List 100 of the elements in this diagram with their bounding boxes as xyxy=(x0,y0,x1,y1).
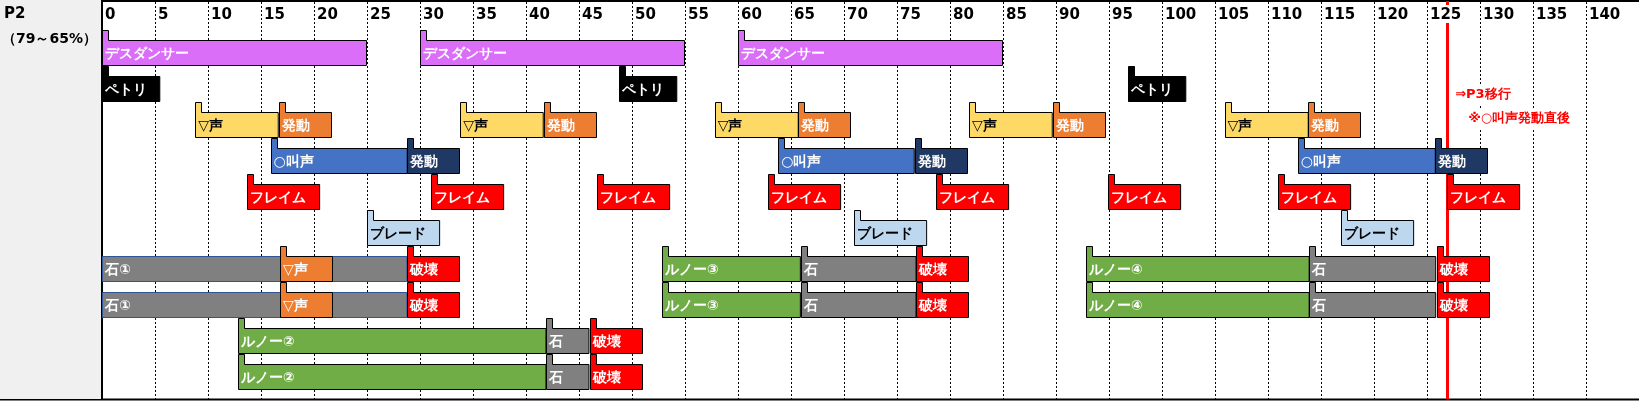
bar-label: デスダンサー xyxy=(105,44,189,63)
timeline-bar xyxy=(800,282,917,318)
timeline-bar xyxy=(367,210,441,246)
timeline-bar xyxy=(1277,174,1351,210)
timeline-bar xyxy=(420,30,685,66)
bar-label: 発動 xyxy=(1055,116,1084,135)
timeline-bar xyxy=(195,102,279,138)
timeline-bar xyxy=(853,210,927,246)
timeline-bar xyxy=(1447,174,1521,210)
timeline-bar xyxy=(936,174,1010,210)
bar-label: 発動 xyxy=(410,152,439,171)
timeline-bar xyxy=(102,30,367,66)
bar-label: フレイム xyxy=(770,188,827,207)
bar-label: 石① xyxy=(105,260,131,279)
timeline-bar xyxy=(661,246,801,282)
bar-label: 破壊 xyxy=(1439,296,1468,315)
bar-label: ペトリ xyxy=(105,80,147,99)
timeline-bar xyxy=(1224,102,1309,138)
bar-label: フレイム xyxy=(1450,188,1507,207)
time-tick-label: 125 xyxy=(1430,5,1462,23)
timeline-bar xyxy=(969,102,1053,138)
bar-label: ○叫声 xyxy=(1300,152,1341,171)
bar-label: フレイム xyxy=(600,188,656,207)
bar-label: ルノー② xyxy=(240,332,295,351)
timeline-bar xyxy=(546,354,590,390)
bar-label: ルノー③ xyxy=(664,260,719,279)
bar-label: 破壊 xyxy=(592,332,621,351)
timeline-bar xyxy=(589,354,643,390)
timeline-bar xyxy=(407,246,461,282)
bar-label: 発動 xyxy=(1311,116,1340,135)
bar-label: 発動 xyxy=(801,116,830,135)
timeline-bar xyxy=(738,30,1003,66)
bar-label: 破壊 xyxy=(919,296,948,315)
hp-range-label: （79～65%） xyxy=(2,30,97,48)
bar-label: 破壊 xyxy=(1439,260,1468,279)
timeline-bar xyxy=(102,246,408,282)
bar-label: 破壊 xyxy=(919,260,948,279)
bar-label: ルノー④ xyxy=(1088,260,1143,279)
bar-label: 石 xyxy=(803,260,818,279)
bar-label: ▽声 xyxy=(717,116,743,135)
timeline-bar xyxy=(778,138,915,174)
timeline-bar xyxy=(714,102,799,138)
bar-label: ▽声 xyxy=(463,116,489,135)
bar-label: 石 xyxy=(1312,260,1327,279)
timeline-bar xyxy=(1052,102,1106,138)
timeline-bar xyxy=(270,138,408,174)
bar-label: 破壊 xyxy=(592,368,621,387)
bar-label: 発動 xyxy=(282,116,310,135)
timeline-bar xyxy=(546,318,590,354)
bar-label: ルノー② xyxy=(240,368,295,387)
bar-label: デスダンサー xyxy=(423,44,507,63)
timeline-bar xyxy=(597,174,671,210)
timeline-bar xyxy=(1128,66,1187,102)
timeline-bar xyxy=(915,138,968,174)
timeline-bar xyxy=(1085,282,1310,318)
bar-label: 破壊 xyxy=(410,260,439,279)
timeline-bar xyxy=(661,282,801,318)
bar-label: ○叫声 xyxy=(273,152,314,171)
bar-label: フレイム xyxy=(250,188,307,207)
bar-label: ○叫声 xyxy=(781,152,822,171)
bar-label: 破壊 xyxy=(410,296,439,315)
bar-label: ルノー④ xyxy=(1088,296,1143,315)
bar-label: 石 xyxy=(549,368,564,387)
timeline-bar xyxy=(460,102,544,138)
timeline-bar xyxy=(1107,174,1182,210)
timeline-bar xyxy=(1436,246,1490,282)
bar-label: フレイム xyxy=(939,188,996,207)
timeline-bar xyxy=(916,282,970,318)
bar-label: 石① xyxy=(105,296,131,315)
bar-label: 石 xyxy=(1312,296,1327,315)
timeline-bar xyxy=(237,354,547,390)
timeline-bar xyxy=(589,318,643,354)
timeline-bar xyxy=(1341,210,1415,246)
bar-label: ブレード xyxy=(856,224,913,243)
bar-label: ▽声 xyxy=(283,260,308,279)
bar-label: 石 xyxy=(549,332,564,351)
timeline-bar xyxy=(280,246,334,282)
bar-label: フレイム xyxy=(433,188,490,207)
bar-label: ブレード xyxy=(370,224,426,243)
bar-label: ▽声 xyxy=(198,116,224,135)
timeline-bar xyxy=(1297,138,1436,174)
bar-label: 石 xyxy=(803,296,818,315)
bar-label: ▽声 xyxy=(283,296,308,315)
timeline-bar xyxy=(916,246,970,282)
bar-label: ▽声 xyxy=(972,116,997,135)
timeline-bar xyxy=(1436,282,1490,318)
bar-label: 発動 xyxy=(918,152,946,171)
bar-label: デスダンサー xyxy=(741,44,825,63)
bar-label: フレイム xyxy=(1280,188,1337,207)
bar-label: ルノー③ xyxy=(664,296,719,315)
bar-label: フレイム xyxy=(1110,188,1167,207)
timeline-bar xyxy=(237,318,547,354)
timeline-bar xyxy=(247,174,321,210)
timeline-bar xyxy=(1309,246,1437,282)
timeline-bar xyxy=(407,138,461,174)
bar-label: ブレード xyxy=(1344,224,1401,243)
timeline-bar xyxy=(102,282,408,318)
phase-label: P2 xyxy=(4,4,26,22)
timeline-bar xyxy=(1309,282,1437,318)
bar-label: 発動 xyxy=(547,116,575,135)
